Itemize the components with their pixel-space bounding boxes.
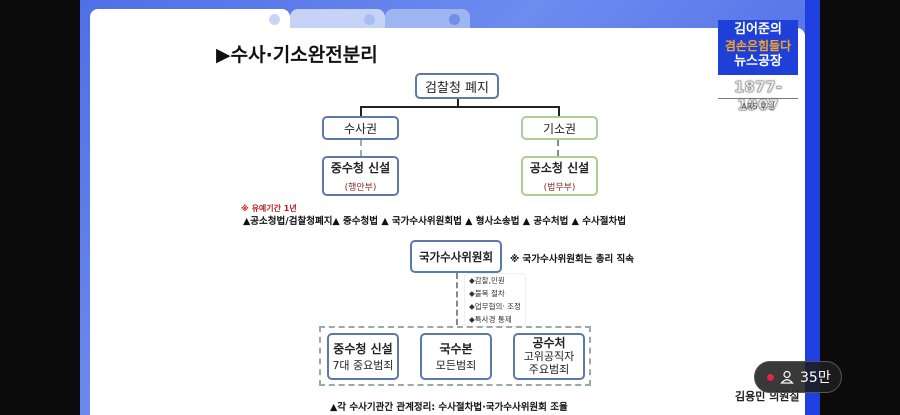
connector (558, 106, 560, 116)
agency-title: 공수처 (532, 336, 566, 350)
connector (360, 106, 362, 116)
viewer-count: 35만 (800, 370, 831, 386)
box-title: 공소청 신설 (529, 161, 590, 175)
logo-text: 겸손은힘들다 (724, 39, 792, 53)
ars-label: ARS 후원 (718, 98, 798, 112)
live-dot-icon (767, 373, 774, 381)
function-item: ◆감찰,민원 (469, 276, 505, 285)
connector (456, 273, 458, 325)
credit: 김용민 의원실 (735, 390, 800, 403)
connector (360, 106, 560, 108)
side-strip (805, 0, 820, 415)
box-sub: (행안부) (344, 183, 377, 193)
show-logo: 김어준의 겸손은힘들다 뉴스공장 (718, 20, 798, 75)
committee-functions: ◆감찰,민원 ◆불복 절차 ◆업무협의· 조정 ◆특사경 통제 (464, 273, 526, 327)
left-branch-box: 중수청 신설 (행안부) (322, 156, 399, 196)
top-box: 검찰청 폐지 (415, 73, 499, 99)
agency-box: 중수청 신설 7대 중요범죄 (327, 333, 399, 380)
right-branch-label: 기소권 (521, 116, 598, 140)
function-item: ◆특사경 통제 (469, 315, 512, 324)
agency-title: 중수청 신설 (333, 342, 393, 356)
grace-note: ※ 유예기간 1년 (241, 204, 297, 213)
agency-box: 국수본 모든범죄 (420, 333, 492, 380)
connector (360, 140, 362, 156)
agency-box: 공수처 고위공직자 주요범죄 (513, 333, 585, 380)
left-branch-label: 수사권 (322, 116, 399, 140)
agencies-group (319, 326, 591, 386)
laws-list: ▲공소청법/검찰청폐지▲ 중수청법 ▲ 국가수사위원회법 ▲ 형사소송법 ▲ 공… (243, 216, 626, 227)
viewer-count-badge[interactable]: 35만 (754, 361, 842, 393)
agency-title: 국수본 (439, 342, 473, 356)
logo-text: 뉴스공장 (734, 54, 782, 69)
box-sub: (법무부) (543, 183, 576, 193)
footer-note: ▲각 수사기관간 관계정리: 수사절차법·국가수사위원회 조율 (330, 402, 568, 413)
connector (457, 99, 459, 107)
box-title: 중수청 신설 (330, 161, 391, 175)
agency-line: 모든범죄 (435, 359, 477, 372)
committee-box: 국가수사위원회 (410, 240, 502, 273)
connector (557, 140, 559, 156)
agency-line: 주요범죄 (528, 363, 570, 376)
agency-line: 7대 중요범죄 (332, 359, 394, 372)
function-item: ◆업무협의· 조정 (469, 302, 521, 311)
committee-note: ※ 국가수사위원회는 총리 직속 (510, 254, 635, 265)
person-icon (780, 370, 794, 384)
logo-text: 김어준의 (734, 22, 782, 37)
slide-title: ▶수사·기소완전분리 (216, 44, 378, 66)
agency-line: 고위공직자 (523, 350, 575, 363)
phone-number: 1877-1907 (734, 78, 782, 115)
function-item: ◆불복 절차 (469, 289, 505, 298)
right-branch-box: 공소청 신설 (법무부) (521, 156, 598, 196)
